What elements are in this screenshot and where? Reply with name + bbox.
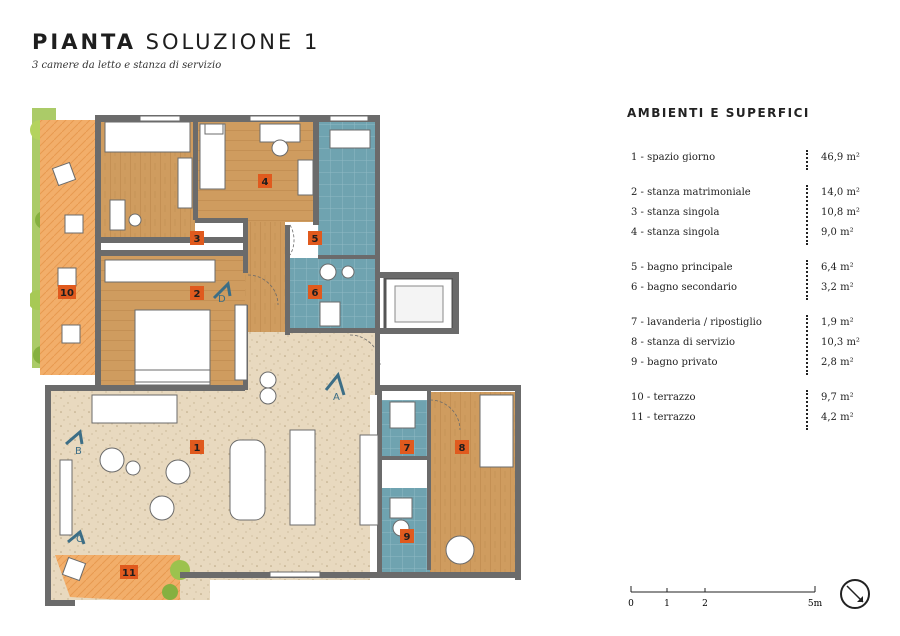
room-marker-8: 8 [455, 440, 469, 454]
legend-row: 1 - spazio giorno 46,9 m² [631, 152, 861, 168]
view-marker-c: C [67, 529, 86, 545]
legend-value: 10,3 m² [821, 337, 860, 348]
scale-tick-0: 0 [628, 599, 634, 609]
scale-bar: 0 1 2 5m [628, 586, 823, 609]
room-marker-9: 9 [400, 529, 414, 543]
scale-tick-5: 5m [808, 599, 823, 609]
legend-row: 2 - stanza matrimoniale 14,0 m² [631, 187, 861, 203]
legend-row: 9 - bagno privato 2,8 m² [631, 357, 861, 373]
legend-value: 9,0 m² [821, 227, 854, 238]
room-marker-5: 5 [308, 231, 322, 245]
room-marker-10: 10 [58, 285, 76, 299]
room-marker-6: 6 [308, 285, 322, 299]
view-marker-d: D [212, 280, 232, 305]
legend-divider [806, 390, 810, 430]
legend-label: 4 - stanza singola [631, 227, 720, 238]
legend-value: 2,8 m² [821, 357, 854, 368]
legend-divider [806, 315, 810, 375]
legend-label: 3 - stanza singola [631, 207, 720, 218]
legend-label: 8 - stanza di servizio [631, 337, 736, 348]
svg-text:7: 7 [404, 443, 411, 454]
scale-tick-2: 2 [702, 599, 708, 609]
legend-label: 11 - terrazzo [631, 412, 696, 423]
north-arrow-icon [840, 579, 870, 609]
legend-value: 10,8 m² [821, 207, 860, 218]
view-marker-a: A [324, 371, 346, 403]
svg-text:1: 1 [194, 443, 201, 454]
svg-text:8: 8 [459, 443, 466, 454]
legend-divider [806, 185, 810, 245]
page-subtitle: 3 camere da letto e stanza di servizio [32, 60, 222, 71]
legend-value: 1,9 m² [821, 317, 854, 328]
svg-text:B: B [75, 446, 82, 457]
room-marker-3: 3 [190, 231, 204, 245]
legend-label: 6 - bagno secondario [631, 282, 737, 293]
room-marker-11: 11 [120, 565, 138, 579]
room-markers: 1 2 3 4 5 6 7 8 9 10 11 [58, 174, 469, 579]
walls [45, 115, 521, 606]
room-marker-7: 7 [400, 440, 414, 454]
legend-title: AMBIENTI E SUPERFICI [627, 106, 810, 120]
svg-text:5: 5 [312, 234, 319, 245]
legend-value: 6,4 m² [821, 262, 854, 273]
legend-row: 4 - stanza singola 9,0 m² [631, 227, 861, 243]
svg-text:2: 2 [194, 289, 201, 300]
view-markers: A B C D [65, 280, 346, 545]
title-light: SOLUZIONE 1 [145, 30, 321, 54]
legend-value: 46,9 m² [821, 152, 860, 163]
legend-divider [806, 260, 810, 300]
svg-text:4: 4 [262, 177, 269, 188]
svg-text:3: 3 [194, 234, 201, 245]
floor-plan: 1 2 3 4 5 6 7 8 9 10 11 A B C D [30, 108, 521, 606]
legend-value: 3,2 m² [821, 282, 854, 293]
legend-row: 7 - lavanderia / ripostiglio 1,9 m² [631, 317, 861, 333]
legend-divider [806, 150, 810, 170]
title-bold: PIANTA [32, 30, 136, 54]
legend-row: 5 - bagno principale 6,4 m² [631, 262, 861, 278]
scale-tick-1: 1 [664, 599, 670, 609]
legend-value: 14,0 m² [821, 187, 860, 198]
legend-label: 5 - bagno principale [631, 262, 733, 273]
legend-row: 6 - bagno secondario 3,2 m² [631, 282, 861, 298]
svg-text:A: A [333, 392, 340, 403]
room-marker-1: 1 [190, 440, 204, 454]
legend-label: 2 - stanza matrimoniale [631, 187, 751, 198]
svg-text:11: 11 [122, 568, 136, 579]
room-marker-2: 2 [190, 286, 204, 300]
legend-label: 9 - bagno privato [631, 357, 718, 368]
legend-label: 10 - terrazzo [631, 392, 696, 403]
page-title: PIANTA SOLUZIONE 1 [32, 30, 320, 54]
legend-value: 4,2 m² [821, 412, 854, 423]
svg-text:D: D [218, 294, 226, 305]
svg-text:C: C [76, 534, 83, 545]
legend-label: 7 - lavanderia / ripostiglio [631, 317, 762, 328]
svg-text:6: 6 [312, 288, 319, 299]
legend-row: 8 - stanza di servizio 10,3 m² [631, 337, 861, 353]
view-marker-b: B [65, 429, 84, 457]
legend-label: 1 - spazio giorno [631, 152, 716, 163]
legend-row: 11 - terrazzo 4,2 m² [631, 412, 861, 428]
svg-text:10: 10 [60, 288, 74, 299]
svg-text:9: 9 [404, 532, 411, 543]
legend-row: 3 - stanza singola 10,8 m² [631, 207, 861, 223]
legend-value: 9,7 m² [821, 392, 854, 403]
legend-row: 10 - terrazzo 9,7 m² [631, 392, 861, 408]
terrace-11 [55, 555, 180, 600]
room-marker-4: 4 [258, 174, 272, 188]
